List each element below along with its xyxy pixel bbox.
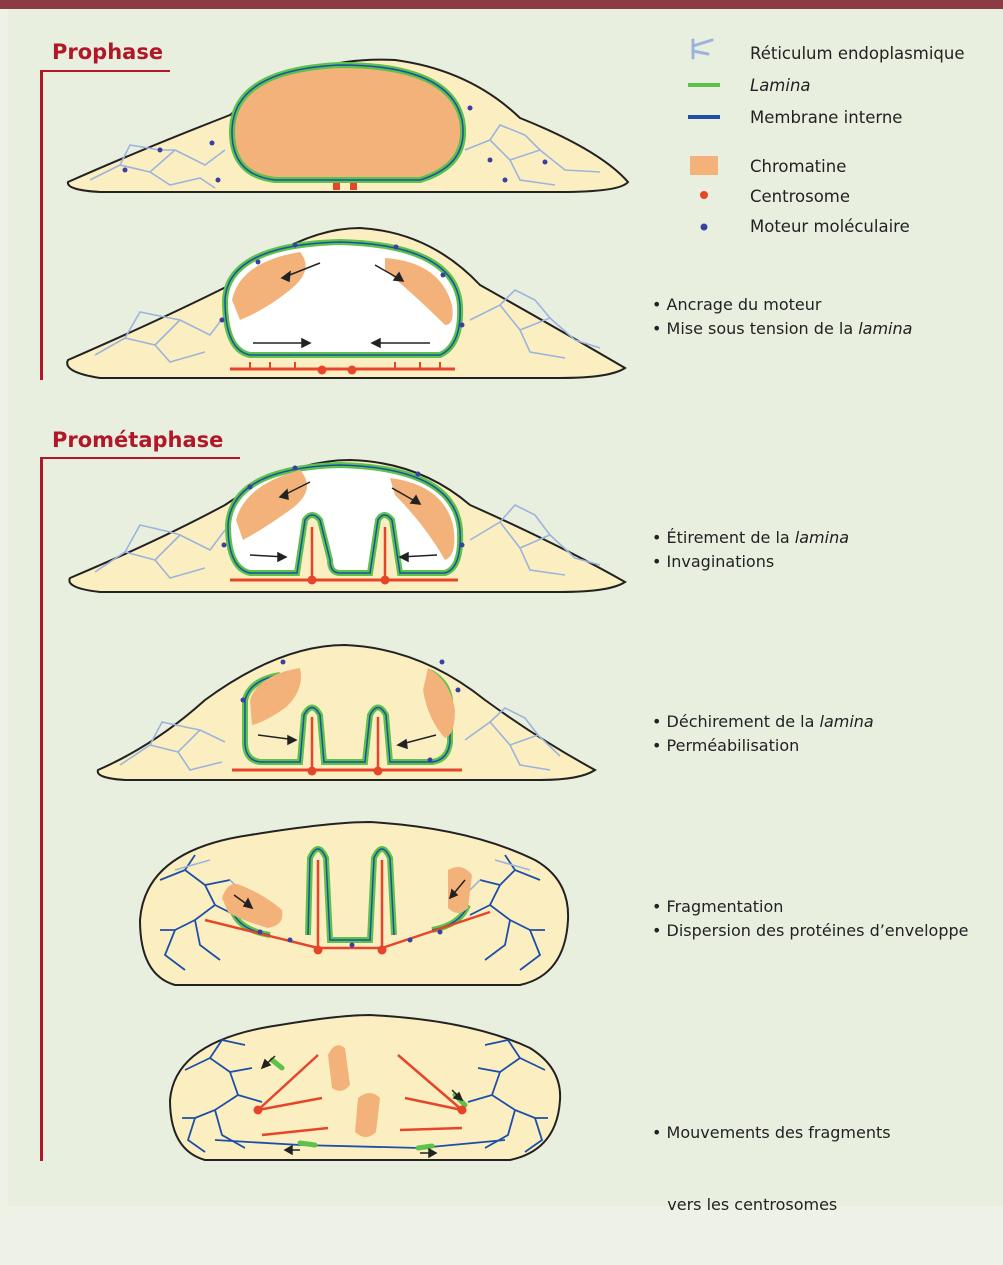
cell-stage1 <box>68 60 628 192</box>
legend-motor-dot <box>701 224 708 231</box>
cell-stage5 <box>140 822 568 985</box>
cell-stage2 <box>67 228 625 378</box>
legend-centrosome-dot <box>700 191 708 199</box>
legend-er-icon <box>693 40 712 58</box>
figure: Prophase Prométaphase Réticulum endoplas… <box>0 0 1003 1213</box>
diagram-canvas <box>0 0 1003 1213</box>
cell-stage3 <box>69 460 625 592</box>
cell-stage6 <box>170 1015 560 1160</box>
legend-chromatin-swatch <box>690 156 718 175</box>
cell-stage4 <box>98 645 595 780</box>
